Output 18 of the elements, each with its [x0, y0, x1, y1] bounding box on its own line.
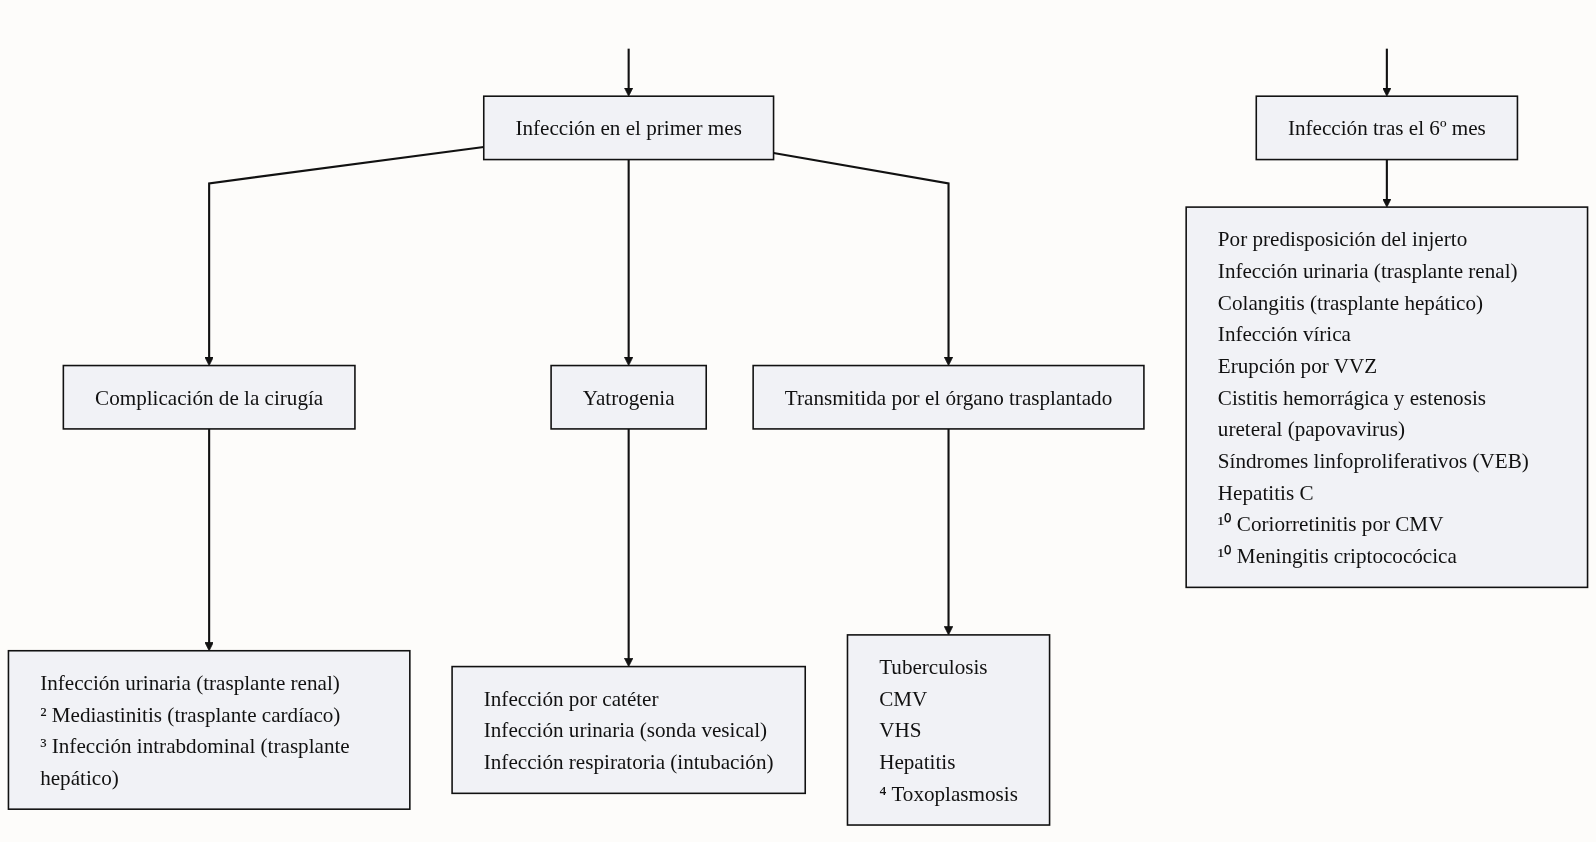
arrow — [204, 428, 214, 652]
node-box: Infección tras el 6º mes — [1255, 95, 1519, 161]
arrow — [624, 48, 634, 97]
node-box: Infección por catéter Infección urinaria (sonda vesical) Infección respiratoria (intubación) — [451, 665, 806, 795]
arrow — [624, 159, 634, 366]
arrow — [1382, 159, 1392, 208]
node-box: Transmitida por el órgano trasplantado — [752, 364, 1145, 430]
arrow — [624, 428, 634, 667]
node-box: Yatrogenia — [550, 364, 707, 430]
node-box: Tuberculosis CMV VHS Hepatitis ⁴ Toxoplasmosis — [846, 634, 1051, 826]
node-box: Complicación de la cirugía — [62, 364, 356, 430]
node-box: Por predisposición del injerto Infección urinaria (trasplante renal) Colangitis (trasplante hepático) Infección vírica Erupción por VVZ Cistitis hemorrágica y estenosis ureteral (papovavirus) Síndromes linfoproliferativos (VEB) Hepatitis C ¹⁰ Coriorretinitis por CMV ¹⁰ Meningitis criptococócica — [1185, 206, 1589, 589]
node-box: Infección en el primer mes — [482, 95, 775, 161]
arrow — [773, 151, 954, 366]
node-box: Infección urinaria (trasplante renal) ² Mediastinitis (trasplante cardíaco) ³ Infección intrabdominal (trasplante hepático) — [7, 649, 411, 810]
arrow — [204, 146, 484, 366]
arrow — [943, 428, 954, 636]
arrow — [1382, 48, 1392, 97]
